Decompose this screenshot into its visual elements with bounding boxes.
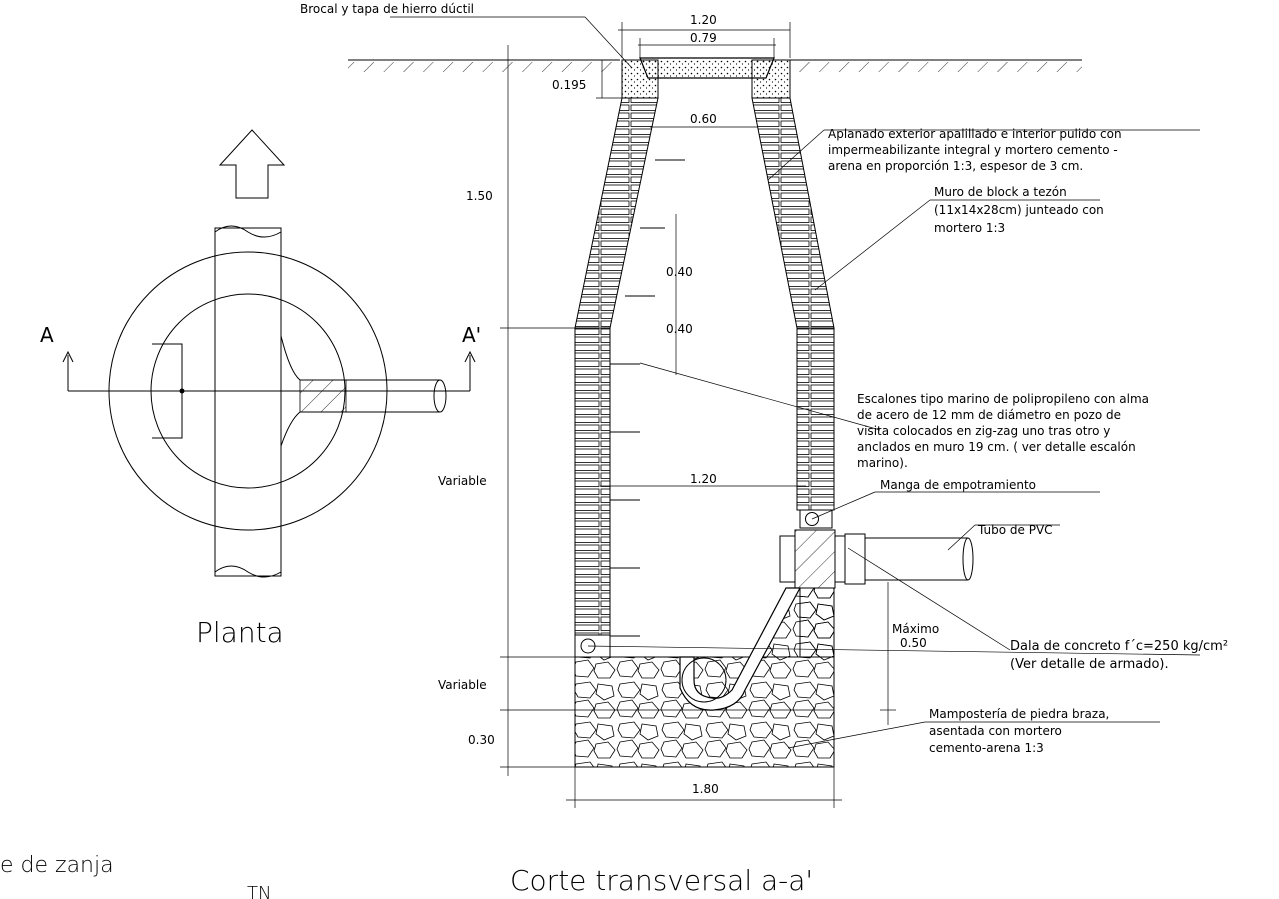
dim-neck-height: 0.195 xyxy=(552,78,586,92)
cone-wall-left xyxy=(574,97,659,329)
note-muro-2: (11x14x28cm) junteado con xyxy=(934,203,1104,217)
leaders xyxy=(390,16,1201,749)
dim-step-1: 0.40 xyxy=(666,265,693,279)
dim-step-2: 0.40 xyxy=(666,322,693,336)
footer-left-text: e de zanja xyxy=(0,853,114,878)
dim-cone-height: 1.50 xyxy=(466,189,493,203)
note-brocal: Brocal y tapa de hierro dúctil xyxy=(300,2,474,16)
section-label-a-prime: A' xyxy=(462,323,481,347)
manhole-cover xyxy=(639,57,775,79)
note-mamposteria-2: asentada con mortero xyxy=(929,724,1062,738)
note-muro-3: mortero 1:3 xyxy=(934,221,1005,235)
note-mamposteria-3: cemento-arena 1:3 xyxy=(929,741,1044,755)
dim-base-height: Variable xyxy=(438,678,487,692)
note-escalones-2: de acero de 12 mm de diámetro en pozo de xyxy=(857,408,1121,422)
note-manga: Manga de empotramiento xyxy=(880,478,1036,492)
manga-empotramiento xyxy=(794,529,836,589)
section-title: Corte transversal a-a' xyxy=(510,864,813,897)
plan-vertical-pipe xyxy=(214,227,282,577)
footer-tn: TN xyxy=(247,883,271,899)
note-escalones-3: visita colocados en zig-zag uno tras otr… xyxy=(857,424,1110,438)
shaft-wall-left xyxy=(574,327,611,636)
shaft-wall-right xyxy=(796,327,835,511)
dimensions xyxy=(500,22,896,808)
pvc-pipe xyxy=(865,537,968,581)
dim-cover-width: 0.79 xyxy=(690,31,717,45)
dim-inner-width: 1.20 xyxy=(690,472,717,486)
note-escalones-1: Escalones tipo marino de polipropileno c… xyxy=(857,392,1149,406)
plan-view: A A' Planta xyxy=(40,129,481,649)
north-arrow-icon xyxy=(218,129,286,199)
dim-base-thickness: 0.30 xyxy=(468,733,495,747)
dim-base-width: 1.80 xyxy=(692,782,719,796)
section-label-a: A xyxy=(40,323,54,347)
plan-title: Planta xyxy=(196,616,284,649)
note-muro-1: Muro de block a tezón xyxy=(934,185,1067,199)
steps xyxy=(610,159,685,637)
note-escalones-4: anclados en muro 19 cm. ( ver detalle es… xyxy=(857,440,1136,454)
dim-max-label: Máximo xyxy=(892,622,939,636)
section-view: 1.20 0.79 0.195 0.60 1.50 0.40 0.40 Vari… xyxy=(300,2,1228,897)
dim-inner-top: 0.60 xyxy=(690,112,717,126)
note-aplanado-3: arena en proporción 1:3, espesor de 3 cm… xyxy=(828,159,1083,173)
channel xyxy=(679,587,802,711)
note-dala-1: Dala de concreto f´c=250 kg/cm² xyxy=(1010,639,1228,654)
dim-shaft-height: Variable xyxy=(438,474,487,488)
note-aplanado-2: impermeabilizante integral y mortero cem… xyxy=(828,143,1118,157)
dim-top-width: 1.20 xyxy=(690,13,717,27)
note-escalones-5: marino). xyxy=(857,456,908,470)
note-aplanado-1: Aplanado exterior apalillado e interior … xyxy=(828,127,1122,141)
note-mamposteria-1: Mampostería de piedra braza, xyxy=(929,707,1109,721)
dim-max-value: 0.50 xyxy=(900,636,927,650)
note-tubo: Tubo de PVC xyxy=(977,523,1053,537)
base-masonry xyxy=(574,656,835,768)
note-dala-2: (Ver detalle de armado). xyxy=(1010,657,1169,672)
